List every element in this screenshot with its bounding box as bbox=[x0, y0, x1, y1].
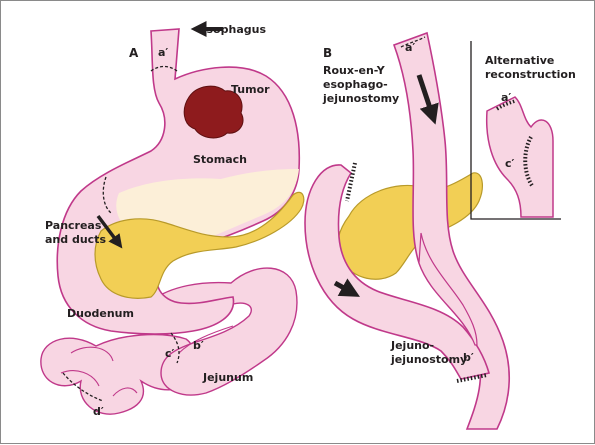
d-prime-label: d′ bbox=[93, 405, 104, 418]
panel-b: B Roux-en-Y esophago- jejunostomy a′ b′ … bbox=[305, 33, 509, 429]
esophagus-label: Esophagus bbox=[199, 23, 266, 36]
pancreas-label-line2: and ducts bbox=[45, 233, 106, 246]
duodenum-label: Duodenum bbox=[67, 307, 134, 320]
panel-a-letter: A bbox=[129, 46, 139, 60]
b-prime-label: b′ bbox=[193, 339, 204, 352]
inset-title-line1: Alternative bbox=[485, 54, 554, 67]
jejuno-label-line2: jejunostomy bbox=[390, 353, 467, 366]
tumor-label: Tumor bbox=[231, 83, 270, 96]
inset-organ bbox=[487, 97, 553, 217]
panel-a: A Esophagus a′ Tumor Stomach Pancreas an… bbox=[41, 23, 304, 418]
inset-c-prime-label: c′ bbox=[505, 157, 515, 170]
pancreas-b bbox=[337, 173, 482, 279]
a-prime-label: a′ bbox=[158, 46, 168, 59]
panel-b-title-line1: Roux-en-Y bbox=[323, 64, 386, 77]
panel-b-title-line2: esophago- bbox=[323, 78, 388, 91]
inset-title-line2: reconstruction bbox=[485, 68, 576, 81]
staple-line-b1 bbox=[347, 163, 355, 201]
jejuno-label-line1: Jejuno- bbox=[390, 339, 434, 352]
panel-b-title-line3: jejunostomy bbox=[322, 92, 399, 105]
panel-b-letter: B bbox=[323, 46, 332, 60]
jejunum-label: Jejunum bbox=[202, 371, 253, 384]
pancreas-label-line1: Pancreas bbox=[45, 219, 102, 232]
inset-a-prime-label: a′ bbox=[501, 91, 511, 104]
stomach-label: Stomach bbox=[193, 153, 247, 166]
inset-alternative-reconstruction: Alternative reconstruction a′ c′ bbox=[471, 41, 576, 219]
c-prime-label: c′ bbox=[165, 347, 175, 360]
b-a-prime-label: a′ bbox=[405, 41, 415, 54]
